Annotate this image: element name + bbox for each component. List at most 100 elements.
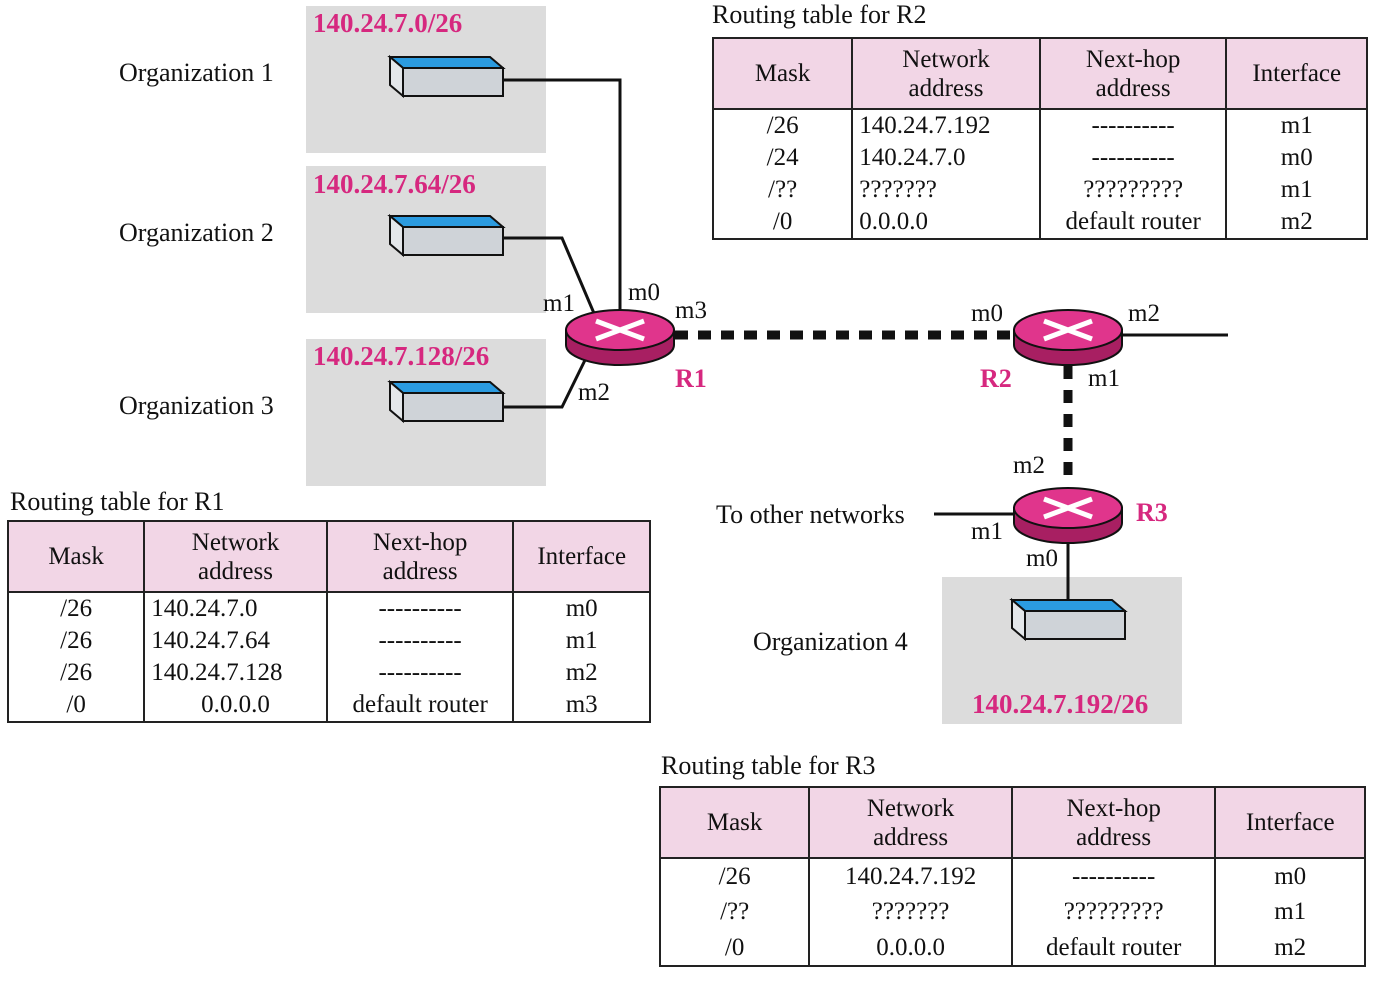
- nexthop-cell: ?????????: [1010, 894, 1217, 930]
- network-cell: 140.24.7.192: [851, 109, 1041, 142]
- mask-cell: /0: [658, 930, 811, 967]
- r3-m1-label: m1: [971, 518, 1003, 545]
- interface-cell: m0: [1225, 142, 1368, 174]
- header-interface: Interface: [512, 520, 651, 593]
- r2-m1-label: m1: [1088, 365, 1120, 392]
- network-cell: 140.24.7.0: [851, 142, 1041, 174]
- header-mask: Mask: [658, 786, 811, 859]
- mask-cell: /26: [711, 109, 854, 142]
- table-row: /??????????????????m1: [711, 174, 1368, 206]
- interface-cell: m2: [512, 657, 651, 689]
- network-cell: 140.24.7.128: [143, 657, 328, 689]
- r2-m0-label: m0: [971, 300, 1003, 327]
- interface-cell: m0: [512, 592, 651, 625]
- nexthop-cell: ----------: [325, 625, 515, 657]
- interface-cell: m1: [1214, 894, 1366, 930]
- nexthop-cell: default router: [325, 689, 515, 723]
- r1-m2-label: m2: [578, 379, 610, 406]
- r3-m0-label: m0: [1026, 545, 1058, 572]
- switch-icon-org4: [1009, 597, 1128, 642]
- network-cell: ???????: [808, 894, 1013, 930]
- r1-m1-label: m1: [543, 290, 575, 317]
- interface-cell: m1: [1225, 109, 1368, 142]
- r2-label: R2: [980, 364, 1012, 393]
- network-cell: 0.0.0.0: [143, 689, 328, 723]
- r3-m2-label: m2: [1013, 452, 1045, 479]
- link-org3-r1: [503, 353, 590, 409]
- org1-network-label: 140.24.7.0/26: [313, 8, 463, 38]
- r2-m2-label: m2: [1128, 300, 1160, 327]
- r2-table-caption: Routing table for R2: [712, 0, 927, 29]
- mask-cell: /??: [711, 174, 854, 206]
- org3-label: Organization 3: [119, 391, 274, 420]
- header-mask: Mask: [711, 37, 854, 110]
- interface-cell: m3: [512, 689, 651, 723]
- interface-cell: m0: [1214, 858, 1366, 894]
- r1-table-caption: Routing table for R1: [10, 487, 225, 516]
- network-cell: ???????: [851, 174, 1041, 206]
- link-org1-r1: [503, 78, 622, 312]
- interface-cell: m1: [512, 625, 651, 657]
- r3-label: R3: [1136, 498, 1168, 527]
- network-cell: 0.0.0.0: [808, 930, 1013, 967]
- nexthop-cell: ----------: [325, 657, 515, 689]
- header-interface: Interface: [1214, 786, 1366, 859]
- org4-label: Organization 4: [753, 627, 908, 656]
- nexthop-cell: ----------: [1038, 109, 1228, 142]
- interface-cell: m2: [1225, 206, 1368, 240]
- nexthop-cell: default router: [1010, 930, 1217, 967]
- org2-network-label: 140.24.7.64/26: [313, 169, 476, 199]
- switch-icon-org1: [387, 54, 506, 99]
- network-cell: 140.24.7.0: [143, 592, 328, 625]
- r1-label: R1: [675, 364, 707, 393]
- r1-m0-label: m0: [628, 279, 660, 306]
- org1-label: Organization 1: [119, 58, 274, 87]
- mask-cell: /??: [658, 894, 811, 930]
- mask-cell: /24: [711, 142, 854, 174]
- org3-network-label: 140.24.7.128/26: [313, 341, 490, 371]
- nexthop-cell: ?????????: [1038, 174, 1228, 206]
- header-mask: Mask: [6, 520, 146, 593]
- interface-cell: m1: [1225, 174, 1368, 206]
- nexthop-cell: ----------: [1038, 142, 1228, 174]
- router-icon-r3: [1013, 487, 1123, 544]
- interface-cell: m2: [1214, 930, 1366, 967]
- nexthop-cell: ----------: [1010, 858, 1217, 894]
- other-networks-label: To other networks: [716, 500, 905, 529]
- mask-cell: /0: [711, 206, 854, 240]
- switch-icon-org3: [387, 379, 506, 424]
- table-row: /??????????????????m1: [658, 894, 1366, 930]
- link-org2-r1: [503, 236, 598, 319]
- header-interface: Interface: [1225, 37, 1368, 110]
- nexthop-cell: default router: [1038, 206, 1228, 240]
- mask-cell: /26: [6, 657, 146, 689]
- switch-icon-org2: [387, 213, 506, 258]
- mask-cell: /0: [6, 689, 146, 723]
- nexthop-cell: ----------: [325, 592, 515, 625]
- mask-cell: /26: [658, 858, 811, 894]
- r3-table-caption: Routing table for R3: [661, 751, 876, 780]
- org4-network-label: 140.24.7.192/26: [972, 689, 1149, 719]
- org2-label: Organization 2: [119, 218, 274, 247]
- mask-cell: /26: [6, 592, 146, 625]
- router-icon-r2: [1013, 309, 1123, 366]
- network-cell: 140.24.7.192: [808, 858, 1013, 894]
